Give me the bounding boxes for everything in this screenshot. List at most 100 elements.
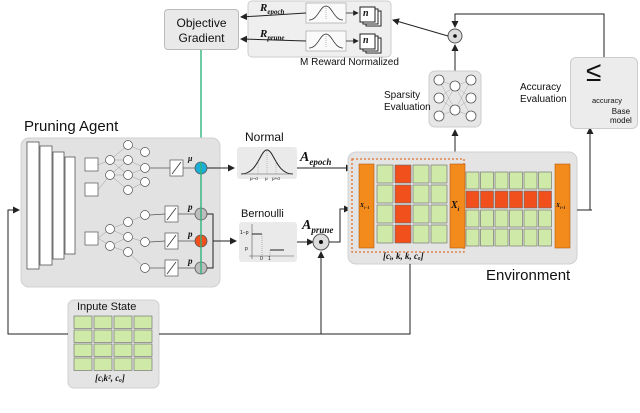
input-cell [133,329,153,343]
output-cell [480,190,494,209]
output-cell [494,171,509,190]
reward-normalized-caption: M Reward Normalized [300,57,399,68]
output-cell [465,228,480,247]
output-cell [480,228,494,247]
kernel-cell [430,204,448,224]
x-cur-label: Xi [451,200,460,214]
output-cell [538,190,552,209]
bernoulli-box [239,222,297,262]
pruning-agent-title: Pruning Agent [24,118,119,135]
output-cell [523,190,538,209]
gradient-label: Gradient [178,31,225,45]
bernoulli-y-bot: p [245,246,248,252]
output-cell [480,209,494,228]
output-grid [465,171,552,247]
r-prune-label: Rprune [260,28,285,43]
input-cell [133,315,153,329]
output-cell [480,171,494,190]
output-cell [509,190,523,209]
input-cell [113,343,133,357]
bernoulli-x1: 1 [268,256,271,262]
input-cell [73,315,93,329]
kernel-cell [394,224,412,244]
kernel-cell [376,184,394,204]
input-cell [113,357,133,371]
environment-title: Environment [486,267,571,284]
normal-title: Normal [245,130,284,144]
x-next-label: Xi+1 [556,203,566,211]
kernel-cell [430,184,448,204]
kernel-cell [394,204,412,224]
input-cell [113,329,133,343]
x-prev-label: Xi−1 [360,203,370,211]
kernel-cell [412,164,430,184]
output-cell [509,171,523,190]
n-symbol-prune: n [363,35,369,46]
output-cell [538,171,552,190]
kernel-grid [376,164,448,244]
input-cell [73,357,93,371]
kernel-cell [430,164,448,184]
kernel-cell [376,224,394,244]
input-state-title: Inpute State [77,301,137,313]
kernel-dims: [cᵢ, k, k, cₒ] [383,251,424,261]
output-cell [538,228,552,247]
output-cell [465,171,480,190]
output-cell [523,209,538,228]
input-cell [93,343,113,357]
r-epoch-label: Repoch [260,2,285,17]
bernoulli-x0: 0 [260,256,263,262]
objective-label: Objective [176,16,227,30]
kernel-cell [394,164,412,184]
a-prune-label: Aprune [302,218,334,235]
kernel-cell [412,184,430,204]
input-state-grid [73,315,153,371]
normal-tick-right: μ+σ [272,176,280,181]
mu-label: μ [188,154,193,163]
kernel-cell [430,224,448,244]
input-cell [93,357,113,371]
kernel-cell [412,224,430,244]
output-cell [523,171,538,190]
kernel-cell [376,164,394,184]
p-label-2: p [188,229,193,239]
output-cell [509,209,523,228]
input-cell [93,315,113,329]
bernoulli-title: Bernoulli [241,208,284,220]
input-cell [133,357,153,371]
bernoulli-y-top: 1−p [240,230,249,236]
n-symbol-epoch: n [363,8,369,19]
normal-box [237,147,297,179]
accuracy-text: accuracy [592,96,623,105]
objective-gradient-box: Objective Gradient [164,9,239,50]
input-cell [93,329,113,343]
sparsity-network [428,70,482,128]
output-cell [523,228,538,247]
reward-stacks [247,0,392,58]
input-state-dims: [cᵢk², cₒ] [95,373,125,383]
input-cell [73,343,93,357]
input-cell [73,329,93,343]
input-cell [133,343,153,357]
output-cell [494,190,509,209]
normal-tick-left: μ−σ [250,176,258,181]
output-cell [494,228,509,247]
input-cell [113,315,133,329]
output-cell [494,209,509,228]
kernel-cell [394,184,412,204]
leq-symbol: ≤ [586,56,602,87]
output-cell [509,228,523,247]
p-label-1: p [188,202,193,212]
output-cell [538,209,552,228]
normal-tick-mid: μ [265,176,268,181]
kernel-cell [376,204,394,224]
a-epoch-label: Aepoch [300,150,332,167]
output-cell [465,190,480,209]
output-cell [465,209,480,228]
